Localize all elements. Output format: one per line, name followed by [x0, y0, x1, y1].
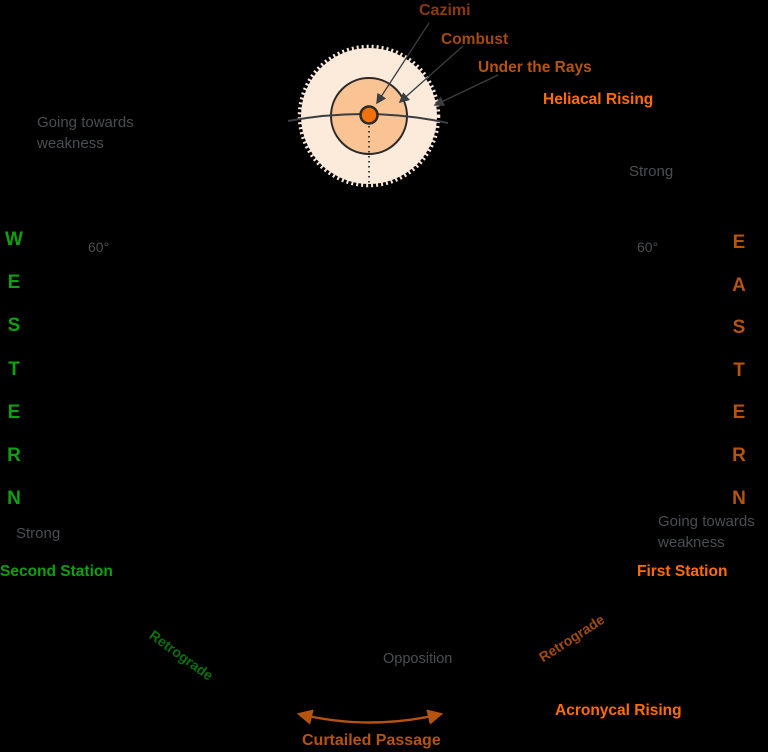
western-direction-letters: W E S T E R N — [5, 229, 23, 510]
east-going-towards-weakness-label: Going towards weakness — [658, 513, 755, 551]
cazimi-arrow — [376, 22, 430, 105]
eastern-direction-letters: E A S T E R N — [732, 232, 746, 509]
combust-label: Combust — [441, 31, 509, 48]
combust-arrow — [398, 45, 464, 104]
curtailed-passage-arrow — [296, 709, 444, 725]
heliacal-rising-label: Heliacal Rising — [543, 91, 654, 108]
sun-serrated-rim — [297, 44, 441, 188]
under-the-rays-arrow — [433, 74, 499, 106]
west-angle-label: 60° — [88, 239, 110, 255]
west-going-towards-weakness-label: Going towards weakness — [37, 114, 134, 152]
acronycal-rising-label: Acronycal Rising — [555, 702, 682, 719]
sun-core-dot — [359, 105, 379, 125]
east-strong-label: Strong — [629, 163, 674, 180]
second-station-label: Second Station — [0, 563, 113, 580]
curtailed-passage-label: Curtailed Passage — [302, 732, 441, 749]
opposition-label: Opposition — [383, 651, 453, 667]
under-the-rays-label: Under the Rays — [478, 59, 592, 76]
cazimi-label: Cazimi — [419, 2, 471, 19]
first-station-label: First Station — [637, 563, 728, 580]
east-angle-label: 60° — [637, 239, 659, 255]
west-strong-label: Strong — [16, 525, 61, 542]
